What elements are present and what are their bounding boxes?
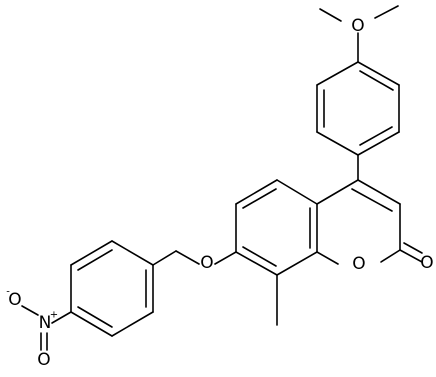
nitrophenyl-ring (70, 240, 154, 337)
methoxy-oxygen-label: O (351, 16, 364, 36)
methoxy-group (319, 5, 399, 63)
nitro-oxygen-charge-label: - (6, 287, 10, 298)
ether-oxygen-label: O (200, 253, 213, 273)
coumarin-benzo-ring (235, 179, 318, 276)
pyranone-ring (316, 179, 423, 265)
methoxyphenyl-ring (316, 61, 400, 156)
carbonyl-oxygen-label: O (420, 253, 433, 273)
nitro-oxygen-bottom-label: O (37, 350, 50, 370)
benzyloxy-linker (152, 250, 237, 266)
nitrogen-charge-label: + (50, 310, 58, 321)
nitro-group (21, 305, 72, 351)
nitro-nitrogen-label: N (39, 313, 52, 333)
nitro-oxygen-top-label: O (8, 290, 21, 310)
ring-oxygen-label: O (352, 254, 365, 274)
